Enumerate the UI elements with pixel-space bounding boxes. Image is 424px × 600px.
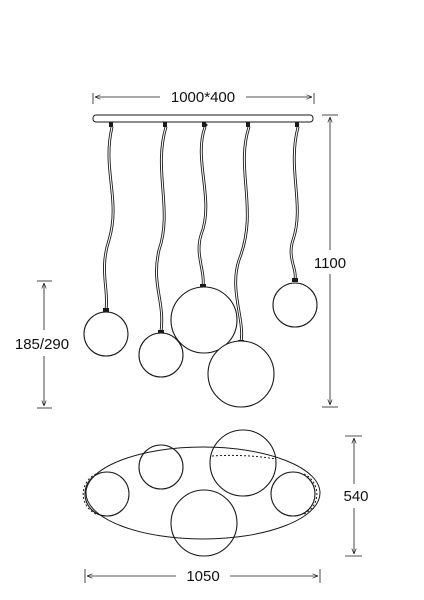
suspension-cables [102,126,300,343]
globe-large-2 [207,340,275,408]
canopy-width-dimension: 1000*400 [92,89,315,106]
plan-length-label: 1050 [186,568,219,585]
plan-length-dimension: 1050 [84,568,321,585]
globe-diameter-label: 185/290 [15,336,69,353]
globe-small-1 [83,311,129,357]
canopy-plate [92,114,314,123]
globe-diameter-dimension: 185/290 [15,280,69,409]
glass-globes [83,282,318,408]
cable-mounts [109,122,299,127]
elevation-view: 1000*400 [15,89,346,409]
globe-large-1 [170,286,238,354]
hidden-outlines [82,454,318,515]
globe-small-2 [138,332,184,378]
plan-view: 540 1050 [82,429,369,585]
canopy-dimension-label: 1000*400 [171,89,235,106]
globe-small-3 [272,282,318,328]
plan-width-dimension: 540 [343,435,369,557]
plan-width-label: 540 [343,488,368,505]
plan-globes [84,429,316,557]
plan-outline [85,446,321,540]
total-height-label: 1100 [314,255,346,272]
total-height-dimension: 1100 [314,114,346,408]
